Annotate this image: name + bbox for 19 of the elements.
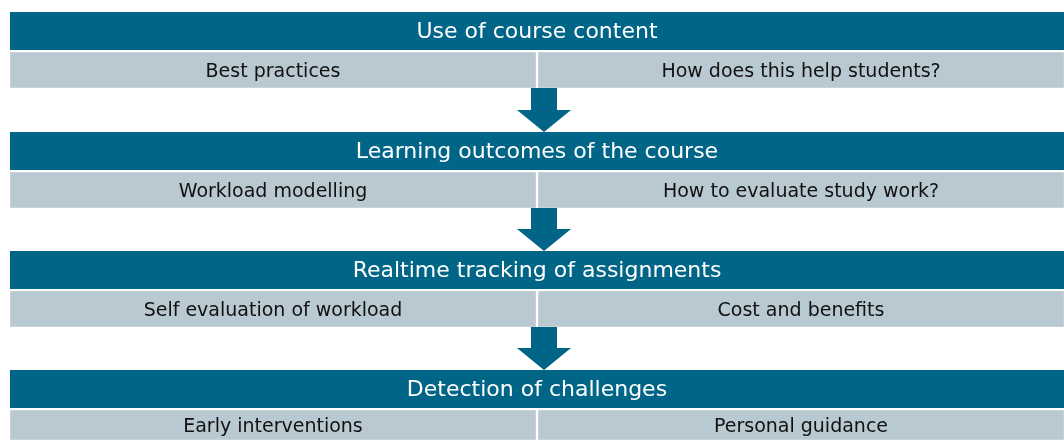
- topic-cell: Best practices: [10, 52, 536, 88]
- topic-cell: Workload modelling: [10, 172, 536, 208]
- topic-cell: Self evaluation of workload: [10, 291, 536, 327]
- stage-band: [10, 251, 1064, 327]
- down-arrow: [517, 88, 571, 132]
- down-arrow: [517, 327, 571, 370]
- topic-cell: How does this help students?: [538, 52, 1064, 88]
- down-arrow: [517, 208, 571, 251]
- topic-cell: Early interventions: [10, 410, 536, 440]
- stage-band: [10, 12, 1064, 88]
- topic-cell: How to evaluate study work?: [538, 172, 1064, 208]
- topic-cell: Cost and benefits: [538, 291, 1064, 327]
- topic-cell: Personal guidance: [538, 410, 1064, 440]
- stage-title: Detection of challenges: [405, 375, 669, 403]
- stage-title: Use of course content: [415, 17, 659, 45]
- stage-band: [10, 132, 1064, 208]
- stage-title: Realtime tracking of assignments: [351, 256, 723, 284]
- stage-band: [10, 370, 1064, 440]
- stage-title: Learning outcomes of the course: [354, 137, 720, 165]
